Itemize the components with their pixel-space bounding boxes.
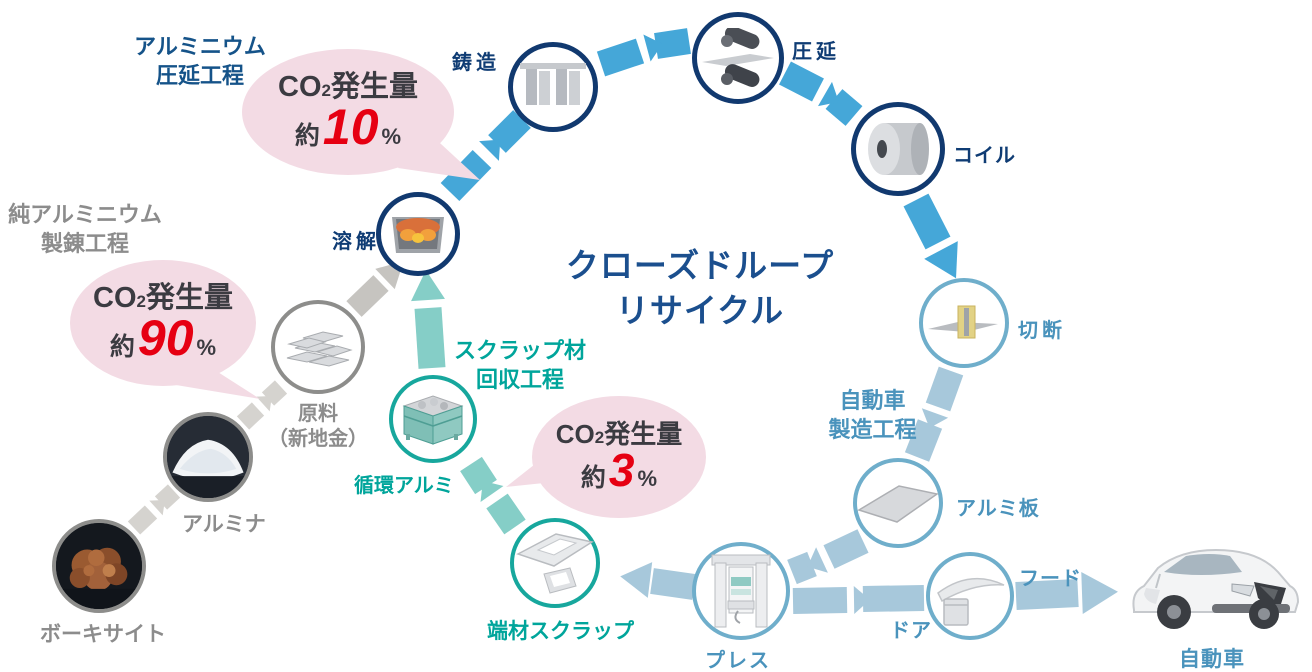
arrow-press-to-edge-scrap (620, 562, 696, 600)
node-aluminum-sheet (853, 458, 943, 548)
arrow-parts-to-car (1015, 572, 1118, 614)
stage-auto-manufacturing-process: 自動車 製造工程 (790, 386, 955, 444)
co2-label: CO2発生量 (278, 71, 418, 104)
node-coil (851, 102, 945, 196)
co2-label: CO2発生量 (555, 419, 683, 450)
arrow-press-to-parts (792, 585, 925, 614)
co2-value: 90 (137, 309, 194, 366)
label-cutting: 切断 (1018, 320, 1066, 342)
stage-rolling-process: アルミニウム 圧延工程 (105, 32, 295, 90)
arrow-melting-to-casting (440, 110, 531, 202)
arrow-casting-to-rolling (596, 28, 691, 77)
car-illustration (1126, 528, 1304, 645)
label-hood: フード (1019, 568, 1082, 590)
arrow-rolling-to-coil (779, 61, 863, 126)
label-press: プレス (705, 650, 771, 672)
node-rolling (692, 12, 784, 104)
arrow-sheet-to-press (787, 529, 869, 585)
press-machine-icon (711, 554, 771, 628)
label-recycled-aluminum: 循環アルミ (354, 475, 454, 497)
bauxite-ore-photo (56, 523, 142, 609)
cutting-blade-icon (928, 305, 998, 339)
label-bauxite: ボーキサイト (40, 623, 166, 646)
arrow-bauxite-to-alumina (127, 484, 181, 535)
node-cutting (919, 278, 1009, 368)
node-casting (508, 42, 598, 132)
stage-rolling-line1: アルミニウム (134, 34, 266, 59)
page-title: クローズドループ リサイクル (500, 244, 900, 333)
car-icon (1132, 548, 1300, 629)
stage-scrap-recovery-process: スクラップ材 回収工程 (440, 336, 600, 394)
stage-auto-line1: 自動車 (839, 388, 906, 413)
label-coil: コイル (953, 145, 1016, 167)
percent-sign: % (196, 334, 217, 360)
alumina-powder-photo (167, 416, 249, 498)
percent-sign: % (381, 123, 402, 149)
co2-value: 3 (608, 443, 635, 496)
node-alumina (163, 412, 253, 502)
co2-bubble-scrap: CO2発生量 約 3 % (532, 396, 706, 518)
label-alumina: アルミナ (182, 513, 266, 536)
label-aluminum-sheet: アルミ板 (956, 498, 1040, 520)
co2-value: 10 (322, 98, 379, 155)
label-edge-scrap: 端材スクラップ (487, 620, 634, 643)
edge-scrap-icon (516, 533, 594, 594)
label-casting: 鋳造 (452, 52, 500, 74)
stage-auto-line2: 製造工程 (828, 417, 917, 443)
node-bauxite (52, 519, 146, 613)
arrow-coil-to-cutting (903, 193, 958, 279)
title-line1: クローズドループ (565, 247, 835, 284)
aluminum-coil-icon (868, 123, 929, 175)
approx-label: 約 (109, 332, 135, 361)
stage-scrap-line2: 回収工程 (475, 367, 564, 393)
node-raw-material (271, 300, 365, 394)
label-melting: 溶解 (332, 231, 380, 253)
label-door: ドア (890, 620, 932, 642)
rolling-mill-icon (702, 28, 774, 87)
co2-bubble-rolling: CO2発生量 約 10 % (242, 49, 454, 175)
arrow-recycled-to-melting (411, 270, 446, 369)
percent-sign: % (637, 465, 658, 491)
approx-label: 約 (580, 463, 606, 492)
arrow-alumina-to-raw-material (236, 380, 288, 430)
label-car: 自動車 (1179, 648, 1245, 671)
node-recycled-aluminum (389, 375, 477, 463)
aluminum-sheet-icon (857, 485, 939, 523)
approx-label: 約 (294, 121, 320, 150)
node-melting (376, 192, 460, 276)
co2-label: CO2発生量 (93, 282, 233, 315)
co2-bubble-smelting: CO2発生量 約 90 % (70, 260, 256, 386)
node-edge-scrap (510, 518, 600, 608)
ingot-stack-icon (286, 331, 353, 367)
arrow-cutting-to-sheet (904, 366, 964, 462)
melting-furnace-icon (392, 217, 444, 253)
scrap-container-icon (402, 395, 464, 445)
title-line2: リサイクル (615, 291, 785, 329)
stage-smelting-line2: 製錬工程 (40, 231, 129, 257)
hood-and-door-icon (937, 577, 1005, 626)
node-press (692, 542, 790, 640)
stage-rolling-line2: 圧延工程 (155, 63, 244, 89)
label-raw-material: 原料 （新地金） (268, 403, 368, 450)
casting-ingots-icon (520, 63, 586, 105)
label-rolling: 圧延 (792, 41, 840, 63)
stage-smelting-process: 純アルミニウム 製錬工程 (0, 200, 170, 258)
stage-smelting-line1: 純アルミニウム (8, 202, 162, 227)
stage-scrap-line1: スクラップ材 (453, 338, 586, 363)
node-hood-door (926, 552, 1014, 640)
arrow-edge-scrap-to-recycled (460, 456, 526, 535)
